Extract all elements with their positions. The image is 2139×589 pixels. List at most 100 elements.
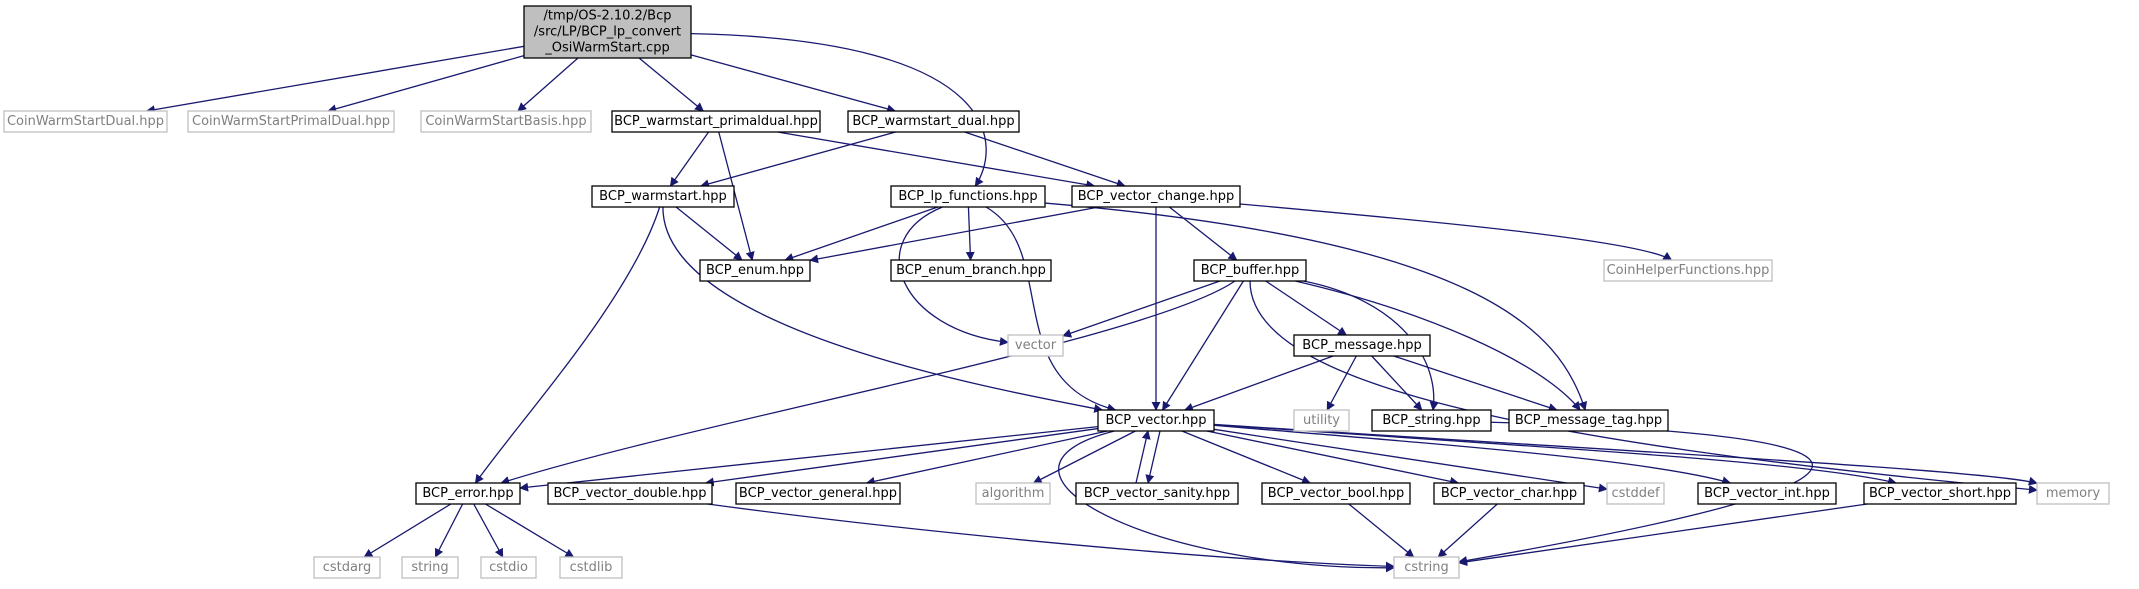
node-label: BCP_vector_char.hpp [1441, 486, 1577, 501]
node-vector-sanity[interactable]: BCP_vector_sanity.hpp [1075, 482, 1239, 505]
node-label: BCP_enum_branch.hpp [896, 263, 1046, 278]
node-coinhelper: CoinHelperFunctions.hpp [1603, 259, 1773, 282]
file-nodes: /tmp/OS-2.10.2/Bcp/src/LP/BCP_lp_convert… [3, 5, 2110, 579]
edge-vector_h-to-vector_short [1213, 423, 1897, 486]
node-warmstart[interactable]: BCP_warmstart.hpp [591, 185, 735, 208]
node-label: CoinWarmStartPrimalDual.hpp [192, 114, 390, 129]
node-coinwsbasis: CoinWarmStartBasis.hpp [420, 110, 592, 133]
node-label: cstdlib [570, 560, 613, 575]
edge-vector_h-to-memory [1213, 423, 2038, 486]
node-label: BCP_vector_change.hpp [1078, 189, 1235, 204]
node-enum[interactable]: BCP_enum.hpp [699, 259, 811, 282]
edge-vector_char-to-cstring [1437, 503, 1498, 558]
node-label: CoinWarmStartBasis.hpp [425, 114, 586, 129]
node-label: cstring [1404, 560, 1448, 575]
node-vector-double[interactable]: BCP_vector_double.hpp [547, 482, 713, 505]
edge-root-to-ws_primaldual [638, 57, 704, 112]
node-string-h[interactable]: BCP_string.hpp [1371, 409, 1492, 432]
node-label: BCP_warmstart.hpp [599, 189, 727, 204]
node-label: CoinWarmStartDual.hpp [7, 114, 164, 129]
node-label: algorithm [982, 486, 1045, 501]
edge-root-to-coinwsdual [145, 45, 525, 115]
node-vector-bool[interactable]: BCP_vector_bool.hpp [1261, 482, 1411, 505]
node-buffer[interactable]: BCP_buffer.hpp [1193, 259, 1307, 282]
edge-vector_change-to-coinhelper [1239, 203, 1673, 261]
edge-error-to-cstdio [473, 503, 504, 558]
edge-vector_h-to-vector_char [1206, 430, 1460, 486]
node-error[interactable]: BCP_error.hpp [415, 482, 521, 505]
edge-vector_h-to-vector_bool [1181, 430, 1311, 485]
edge-vector_h-to-cstddef [1213, 428, 1608, 493]
node-enum-branch[interactable]: BCP_enum_branch.hpp [890, 259, 1052, 282]
node-utility: utility [1293, 409, 1350, 432]
node-label: cstdio [489, 560, 528, 575]
node-label: string [411, 560, 448, 575]
node-label: BCP_message_tag.hpp [1515, 413, 1662, 428]
node-label: BCP_lp_functions.hpp [898, 189, 1037, 204]
node-label: /tmp/OS-2.10.2/Bcp [544, 9, 672, 24]
edge-vector_short-to-cstring [1458, 503, 1868, 567]
node-label: BCP_vector.hpp [1105, 413, 1206, 428]
edge-error-to-cstdlib [485, 503, 575, 558]
edge-buffer-to-message_tag [1295, 280, 1581, 411]
node-vector-char[interactable]: BCP_vector_char.hpp [1433, 482, 1585, 505]
edge-buffer-to-memory [1249, 280, 2038, 494]
node-label: BCP_message.hpp [1302, 338, 1421, 353]
node-vector-h[interactable]: BCP_vector.hpp [1097, 409, 1215, 432]
node-ws-dual[interactable]: BCP_warmstart_dual.hpp [847, 110, 1020, 133]
edge-ws_primaldual-to-vector_change [777, 131, 1096, 190]
edge-lp_functions-to-vector_std [898, 206, 1009, 346]
node-message-tag[interactable]: BCP_message_tag.hpp [1508, 409, 1669, 432]
edge-ws_dual-to-vector_change [964, 131, 1126, 188]
node-vector-change[interactable]: BCP_vector_change.hpp [1071, 185, 1241, 208]
edge-vector_h-to-cstring [1058, 430, 1395, 573]
node-vector-std: vector [1007, 334, 1064, 357]
edge-lp_functions-to-enum [784, 206, 938, 262]
node-label: memory [2046, 486, 2101, 501]
node-label: _OsiWarmStart.cpp [544, 41, 669, 56]
edge-warmstart-to-enum [675, 206, 743, 261]
edge-vector_h-to-error [519, 426, 1099, 492]
node-label: vector [1015, 338, 1057, 353]
edge-vector_change-to-enum [809, 206, 1100, 264]
edge-message-to-vector_h [1183, 355, 1334, 412]
node-root[interactable]: /tmp/OS-2.10.2/Bcp/src/LP/BCP_lp_convert… [523, 5, 692, 59]
node-cstdio: cstdio [480, 556, 537, 579]
node-vector-int[interactable]: BCP_vector_int.hpp [1697, 482, 1837, 505]
node-label: BCP_vector_int.hpp [1704, 486, 1830, 501]
edge-buffer-to-string_h [1303, 280, 1439, 411]
edge-vector_change-to-buffer [1168, 206, 1238, 261]
node-ws-primaldual[interactable]: BCP_warmstart_primaldual.hpp [611, 110, 821, 133]
node-message[interactable]: BCP_message.hpp [1293, 334, 1431, 357]
node-label: BCP_vector_bool.hpp [1268, 486, 1405, 501]
node-coinwsdual: CoinWarmStartDual.hpp [3, 110, 168, 133]
edge-ws_primaldual-to-enum [718, 131, 755, 261]
edge-vector_sanity-to-vector_h [1135, 430, 1151, 484]
edge-buffer-to-message [1265, 280, 1348, 336]
node-label: BCP_warmstart_dual.hpp [852, 114, 1014, 129]
node-lp-functions[interactable]: BCP_lp_functions.hpp [890, 185, 1046, 208]
node-label: CoinHelperFunctions.hpp [1607, 263, 1770, 278]
node-label: cstddef [1611, 486, 1660, 501]
edge-vector_h-to-vector_double [704, 427, 1099, 487]
node-label: BCP_error.hpp [422, 486, 513, 501]
edge-warmstart-to-error [474, 206, 661, 484]
edge-vector_h-to-vector_general [865, 430, 1108, 486]
dependency-edges [145, 33, 2038, 573]
node-vector-general[interactable]: BCP_vector_general.hpp [735, 482, 901, 505]
node-cstdarg: cstdarg [313, 556, 381, 579]
edge-root-to-coinwsprimaldual [327, 54, 525, 114]
edge-vector_h-to-algorithm [1032, 430, 1136, 484]
edge-error-to-string_std [434, 503, 464, 558]
node-label: BCP_warmstart_primaldual.hpp [614, 114, 818, 129]
node-label: BCP_buffer.hpp [1201, 263, 1300, 278]
node-string-std: string [401, 556, 459, 579]
edge-vector_double-to-cstring [707, 503, 1395, 571]
node-label: BCP_vector_short.hpp [1869, 486, 2011, 501]
node-memory: memory [2036, 482, 2110, 505]
node-label: cstdarg [323, 560, 372, 575]
node-label: BCP_vector_double.hpp [553, 486, 706, 501]
edge-warmstart-to-vector_h [662, 206, 1104, 413]
node-vector-short[interactable]: BCP_vector_short.hpp [1863, 482, 2017, 505]
